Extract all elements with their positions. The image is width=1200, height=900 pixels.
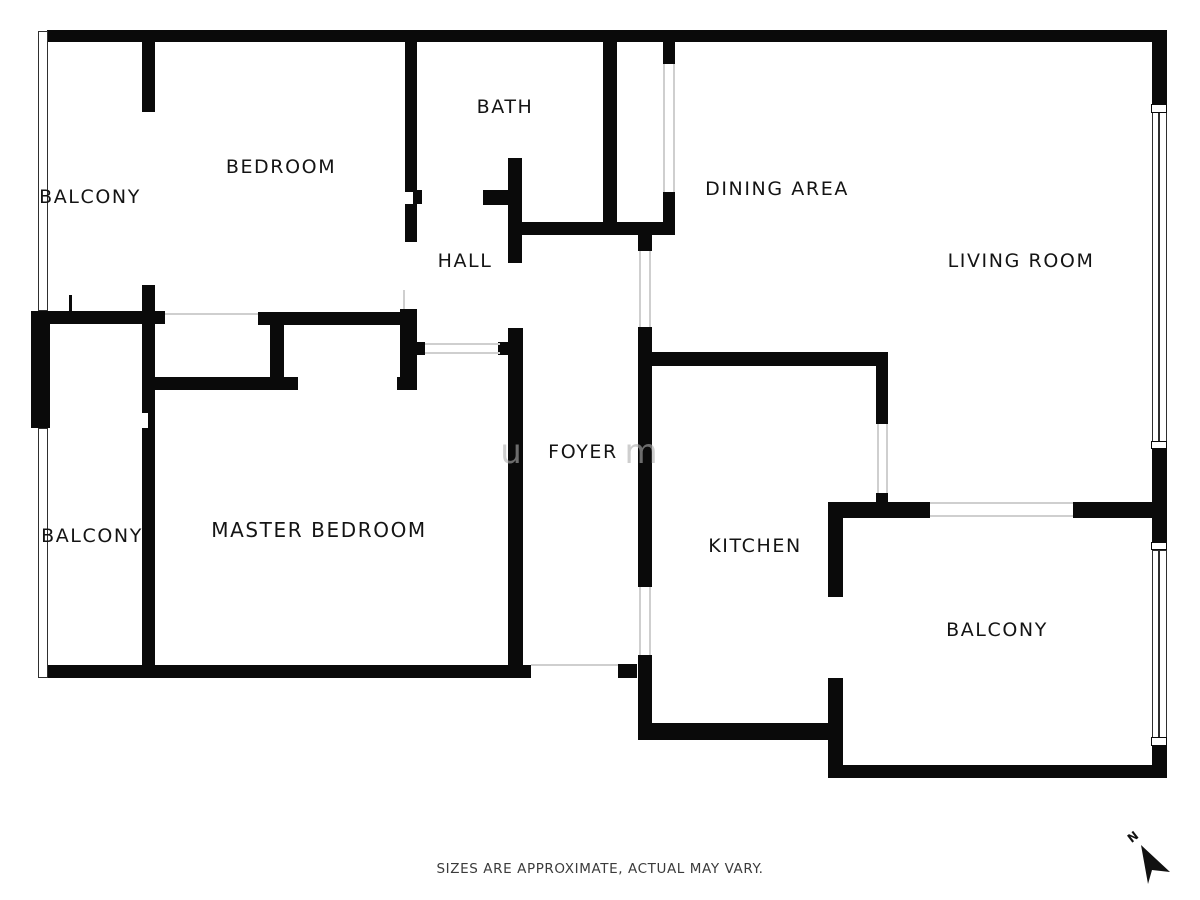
wall-segment bbox=[508, 222, 675, 235]
wall-segment bbox=[618, 664, 637, 678]
thin-segment bbox=[639, 251, 641, 327]
thin-segment bbox=[425, 352, 500, 354]
wall-segment bbox=[31, 311, 165, 324]
notch-segment bbox=[142, 413, 148, 428]
north-arrow-icon bbox=[1141, 845, 1170, 884]
wall-segment bbox=[270, 325, 284, 378]
wall-segment bbox=[650, 352, 888, 366]
thin-segment bbox=[930, 502, 1073, 504]
wall-segment bbox=[663, 42, 675, 64]
wall-segment bbox=[413, 190, 422, 204]
wall-segment bbox=[405, 42, 417, 192]
cap-segment bbox=[1151, 542, 1167, 550]
wall-segment bbox=[828, 502, 930, 518]
thin-segment bbox=[663, 64, 665, 192]
wall-segment bbox=[876, 493, 888, 504]
wall-segment bbox=[483, 190, 508, 205]
room-label-balcony-bottom-right: BALCONY bbox=[946, 619, 1048, 641]
wall-segment bbox=[142, 285, 155, 678]
wall-segment bbox=[603, 42, 617, 224]
room-label-balcony-top-left: BALCONY bbox=[39, 186, 141, 208]
wall-segment bbox=[47, 30, 1167, 42]
rail-segment bbox=[38, 428, 48, 678]
room-label-foyer: FOYER bbox=[548, 441, 618, 463]
wall-segment bbox=[1152, 448, 1167, 542]
wall-segment bbox=[142, 42, 155, 112]
room-label-master-bedroom: MASTER BEDROOM bbox=[211, 518, 427, 542]
wall-segment bbox=[31, 311, 50, 428]
wall-segment bbox=[405, 204, 417, 242]
wall-segment bbox=[400, 309, 417, 377]
room-label-balcony-left: BALCONY bbox=[41, 525, 143, 547]
disclaimer-text: SIZES ARE APPROXIMATE, ACTUAL MAY VARY. bbox=[436, 861, 764, 877]
thin-segment bbox=[425, 343, 500, 345]
wall-segment bbox=[828, 518, 843, 597]
thin-segment bbox=[531, 664, 618, 666]
wall-segment bbox=[638, 327, 652, 587]
thin-segment bbox=[403, 290, 405, 309]
thin-segment bbox=[639, 587, 641, 655]
cap-segment bbox=[1151, 104, 1167, 113]
watermark-letter: u bbox=[500, 432, 522, 472]
centerline-segment bbox=[1158, 550, 1160, 746]
cap-segment bbox=[1151, 441, 1167, 449]
thin-segment bbox=[165, 313, 258, 315]
room-label-bedroom: BEDROOM bbox=[225, 156, 337, 178]
wall-segment bbox=[417, 342, 425, 355]
wall-segment bbox=[663, 192, 675, 235]
wall-segment bbox=[508, 158, 522, 263]
thin-segment bbox=[649, 251, 651, 327]
wall-segment bbox=[498, 342, 510, 355]
room-label-bath: BATH bbox=[476, 96, 534, 118]
room-label-living-room: LIVING ROOM bbox=[947, 250, 1095, 272]
cap-segment bbox=[1151, 737, 1167, 746]
north-compass: N bbox=[1122, 824, 1176, 890]
wall-segment bbox=[258, 312, 405, 325]
rail-segment bbox=[38, 31, 48, 311]
wall-segment bbox=[650, 723, 843, 740]
wall-segment bbox=[69, 295, 72, 311]
centerline-segment bbox=[1158, 112, 1160, 442]
wall-segment bbox=[508, 328, 523, 665]
wall-segment bbox=[1073, 502, 1157, 518]
watermark-letter: m bbox=[624, 432, 658, 472]
thin-segment bbox=[673, 64, 675, 192]
wall-segment bbox=[876, 366, 888, 424]
wall-segment bbox=[638, 235, 652, 251]
wall-segment bbox=[397, 377, 417, 390]
room-label-kitchen: KITCHEN bbox=[708, 535, 802, 557]
thin-segment bbox=[877, 424, 879, 493]
room-label-dining-area: DINING AREA bbox=[705, 178, 849, 200]
wall-segment bbox=[155, 377, 298, 390]
wall-segment bbox=[47, 665, 531, 678]
thin-segment bbox=[930, 515, 1073, 517]
wall-segment bbox=[828, 765, 1167, 778]
thin-segment bbox=[886, 424, 888, 493]
wall-segment bbox=[1152, 42, 1167, 106]
room-label-hall: HALL bbox=[437, 250, 493, 272]
thin-segment bbox=[649, 587, 651, 655]
wall-segment bbox=[638, 655, 652, 740]
